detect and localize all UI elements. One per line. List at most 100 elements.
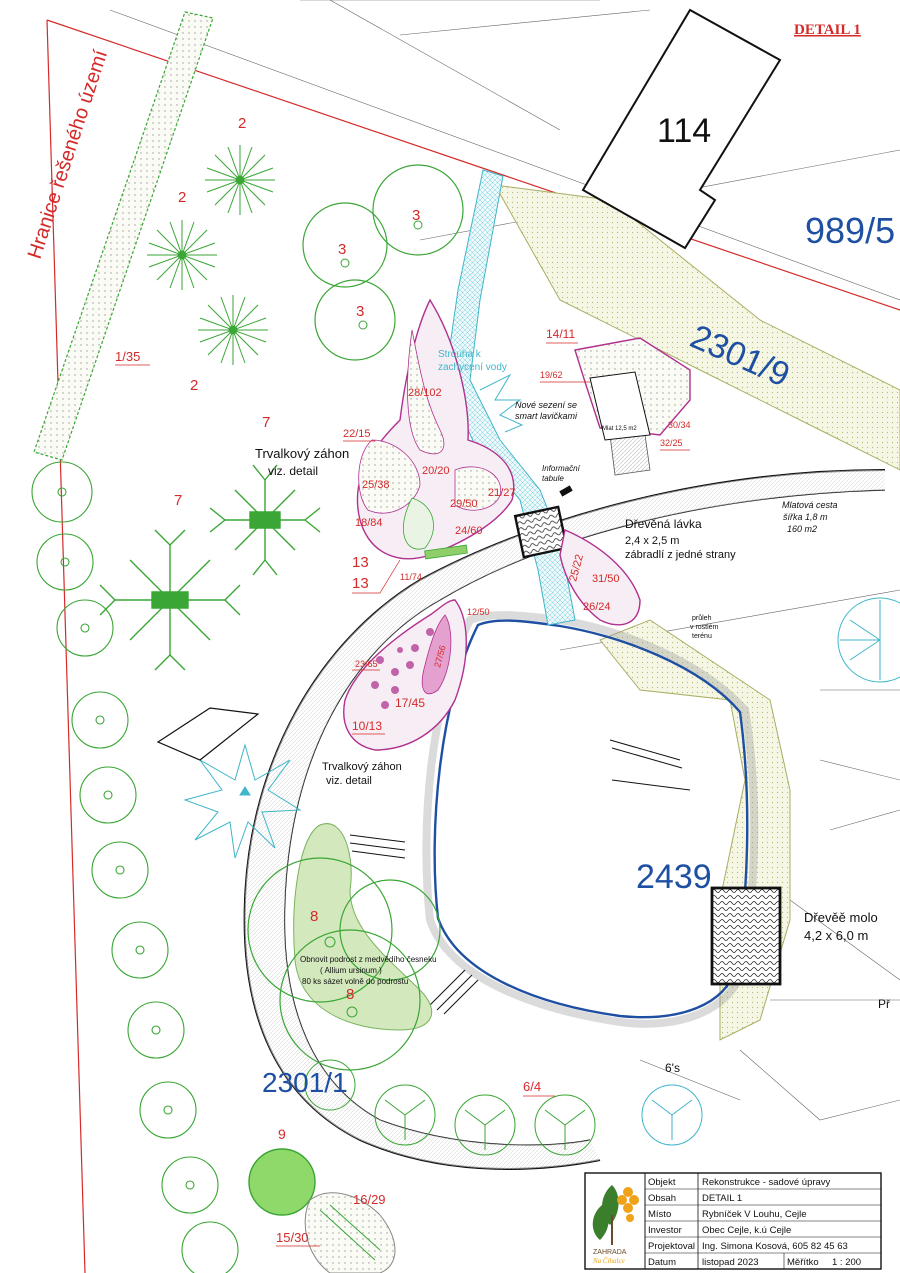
plant-code: 9 [278, 1126, 286, 1142]
plant-code: 16/29 [353, 1192, 386, 1207]
parcel-label-2439: 2439 [636, 858, 712, 896]
title-block-value: Rekonstrukce - sadové úpravy [702, 1177, 831, 1188]
plant-code: 20/20 [422, 465, 450, 477]
garlic-area [293, 823, 433, 1031]
perennial-note-1-line2: viz. detail [268, 464, 318, 478]
main-path-fill [244, 470, 886, 1169]
spiky-trees [147, 145, 275, 365]
garlic-note-line3: 80 ks sázet volně do podrostu [302, 977, 408, 986]
perennial-bed-north [356, 298, 515, 560]
plant-code: 3 [356, 303, 364, 320]
tree-canopies [247, 164, 464, 1071]
plant-code-labels: 2 2 2 3 3 3 7 7 1/35 14/11 19/62 30/34 3… [115, 115, 691, 1245]
plant-code: 25/38 [362, 479, 390, 491]
plant-code: 12/50 [467, 607, 490, 617]
plant-code: 21/27 [488, 487, 516, 499]
info-board-line1: Informační [542, 464, 581, 473]
label-6s: 6's [665, 1061, 680, 1075]
plant-code: 2 [190, 377, 198, 394]
cyan-shrub [641, 1084, 703, 1146]
svg-text:ZAHRADA: ZAHRADA [593, 1249, 627, 1256]
title-block-value: DETAIL 1 [702, 1193, 742, 1204]
stream-note-line1: Strouha k [438, 349, 482, 360]
title-block-scale-key: Měřítko [787, 1257, 819, 1268]
stream-spikes [479, 373, 524, 433]
path-note-line3: 160 m2 [787, 524, 817, 534]
plant-code: 13 [352, 554, 369, 571]
plant-code: 13 [352, 575, 369, 592]
perennial-note-2-line2: viz. detail [326, 775, 372, 787]
path-junction [609, 434, 651, 476]
bed-15-16 [304, 1192, 396, 1273]
plant-code: 7 [174, 492, 182, 509]
plant-code: 3 [412, 207, 420, 224]
title-block-key: Místo [648, 1209, 671, 1220]
bridge-note-line3: zábradlí z jedné strany [625, 549, 736, 561]
plant-code: 32/25 [660, 438, 683, 448]
bench-shape [156, 707, 260, 761]
perennial-bed-south [343, 599, 467, 751]
plant-code: 26/24 [583, 601, 611, 613]
bridge-note-line1: Dřevěná lávka [625, 517, 702, 531]
logo: ZAHRADA Na Čihalce [592, 1185, 639, 1265]
passage-note-line2: v rostlém [690, 624, 719, 631]
plant-code: 1/35 [115, 349, 140, 364]
title-block-key: Datum [648, 1257, 676, 1268]
garlic-note-line1: Obnovit podrost z medvědího česneku [300, 955, 437, 964]
pond [422, 611, 759, 1028]
plant-code: 11/74 [400, 572, 422, 582]
boundary-label: Hranice řešeného území [24, 47, 112, 261]
bed-by-bridge [559, 529, 641, 626]
seating-area-label: Mlat 12,5 m2 [602, 426, 637, 432]
plant-code: 2 [238, 115, 246, 132]
info-board-line2: tabule [542, 474, 564, 483]
perennial-note-2-line1: Trvalkový záhon [322, 761, 402, 773]
pier-note-line1: Dřevěě molo [804, 910, 878, 925]
title-block-key: Obsah [648, 1193, 676, 1204]
seating-mlat [589, 371, 651, 441]
garlic-note-line2: ( Allium ursinum ) [320, 966, 382, 975]
hedge-shrubs [31, 461, 239, 1273]
stream-note-line2: zachycení vody [438, 362, 507, 373]
title-block-key: Objekt [648, 1177, 676, 1188]
plant-code: 17/45 [395, 696, 425, 710]
info-board [559, 485, 573, 497]
star-shrub [183, 743, 302, 859]
title-block-key: Investor [648, 1225, 682, 1236]
plant-code: 3 [338, 241, 346, 258]
perennial-note-1-line1: Trvalkový záhon [255, 446, 349, 461]
guide-lines [109, 0, 900, 1121]
title-block-value: Ing. Simona Kosová, 605 82 45 63 [702, 1241, 848, 1252]
title-block-value: listopad 2023 [702, 1257, 759, 1268]
parcel-label-989-5: 989/5 [805, 210, 895, 251]
plant-code: 7 [262, 414, 270, 431]
plant-code: 2 [178, 189, 186, 206]
building-114 [581, 8, 782, 250]
passage-note-line3: terénu [692, 633, 712, 640]
title-block-scale-value: 1 : 200 [832, 1257, 861, 1268]
title-block-key: Projektoval [648, 1241, 695, 1252]
plant-code: 23/65 [355, 659, 378, 669]
tree-trunks [324, 220, 423, 1018]
pond-steps [349, 739, 691, 1015]
title-block: ZAHRADA Na Čihalce Objekt Rekonstrukce -… [584, 1172, 882, 1270]
plant-code: 31/50 [592, 573, 620, 585]
seating-note-line1: Nové sezení se [515, 400, 577, 410]
plant-code: 18/84 [355, 517, 383, 529]
building-number: 114 [657, 112, 711, 150]
plant-code: 29/50 [450, 498, 478, 510]
plant-code: 8 [346, 986, 354, 1003]
title-block-value: Obec Cejle, k.ú Cejle [702, 1225, 791, 1236]
bridge-note-line2: 2,4 x 2,5 m [625, 535, 679, 547]
title-block-value: Rybníček V Louhu, Cejle [702, 1209, 807, 1220]
blue-tree [837, 597, 900, 683]
pier-note-line2: 4,2 x 6,0 m [804, 928, 868, 943]
seating-note-line2: smart lavičkami [515, 411, 578, 421]
plant-code: 30/34 [668, 420, 691, 430]
path-note-line2: šířka 1,8 m [783, 512, 828, 522]
leader-lines [115, 342, 690, 1247]
path-note-line1: Mlatová cesta [782, 500, 838, 510]
label-pr: Př [878, 997, 891, 1011]
bottom-shrubs [304, 1059, 596, 1156]
